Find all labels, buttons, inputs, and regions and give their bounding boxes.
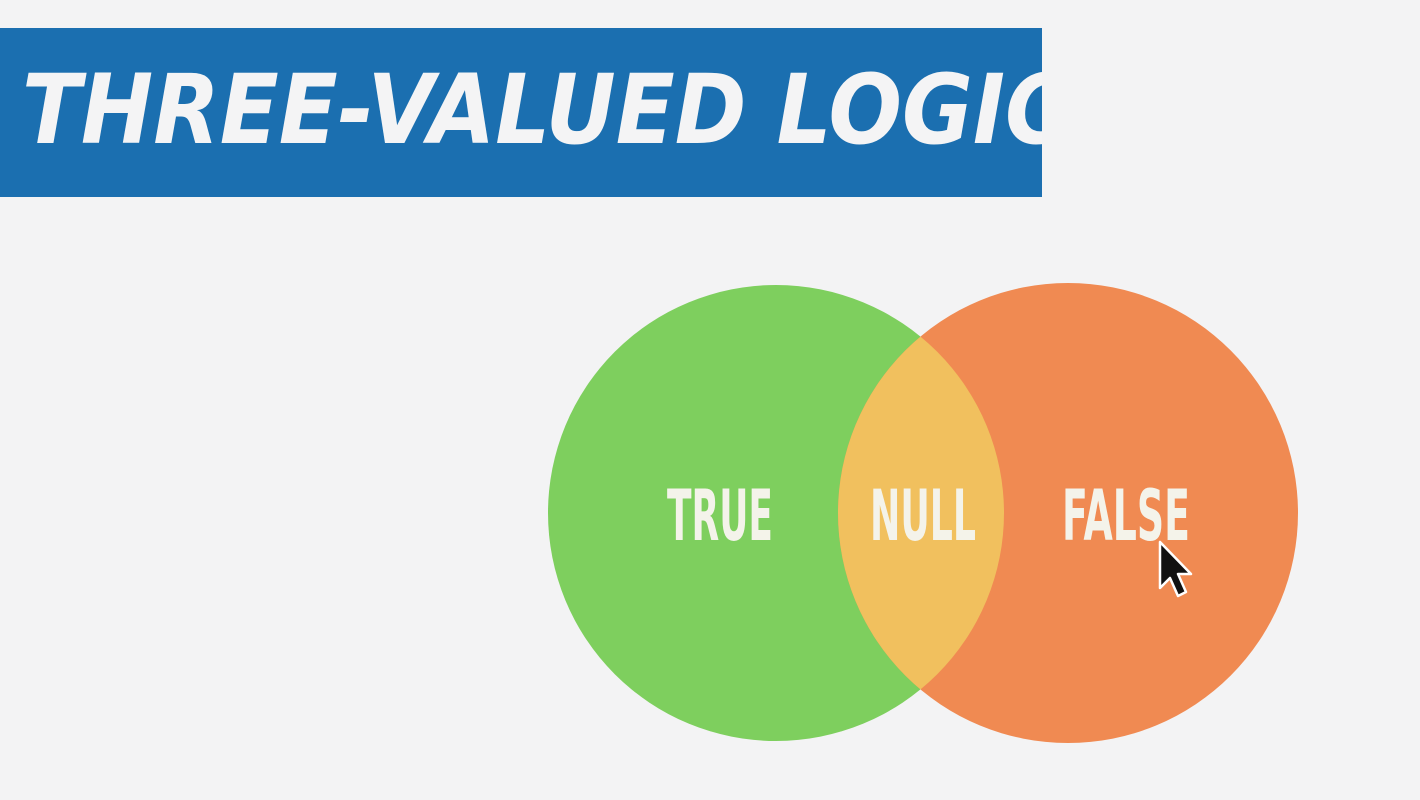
null-label: NULL (870, 475, 976, 557)
null-intersection (838, 285, 1004, 741)
mouse-pointer-icon (1158, 540, 1193, 598)
false-label: FALSE (1062, 475, 1190, 557)
true-label: TRUE (667, 475, 773, 557)
title-banner: THREE-VALUED LOGIC (0, 28, 1042, 197)
slide-title: THREE-VALUED LOGIC (22, 54, 1042, 166)
